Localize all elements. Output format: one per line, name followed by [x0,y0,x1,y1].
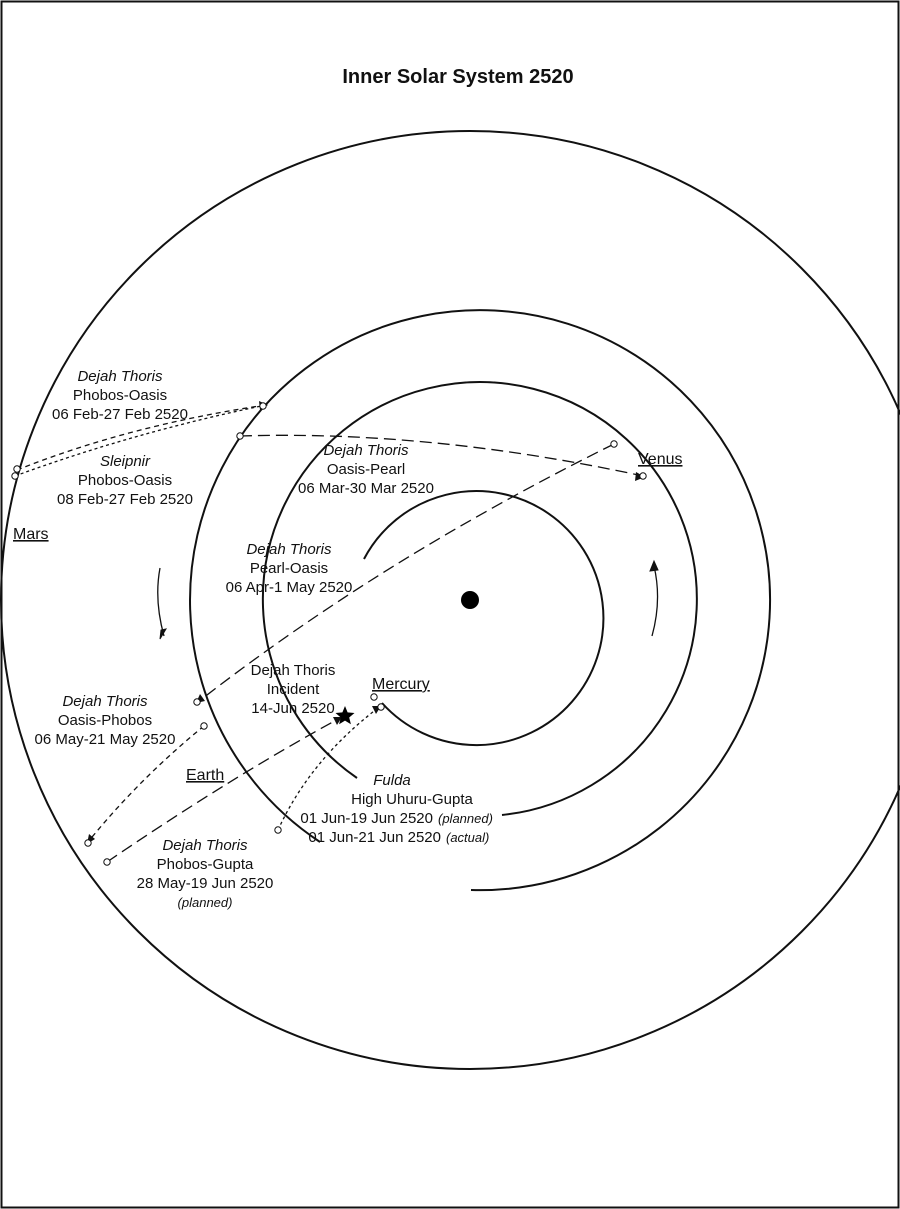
ship-name: Dejah Thoris [62,693,148,710]
node-oasis-arrival [259,402,267,410]
ship-name: Dejah Thoris [323,442,409,459]
ship-name: Sleipnir [100,453,151,470]
node-pearl-departure [610,440,618,448]
trajectory-oasis-pearl [239,434,644,477]
mercury-orbit [363,490,605,747]
earth-orbit [189,309,772,892]
node-oasis-return [193,698,201,706]
route-name: Phobos-Gupta [157,856,254,873]
incident-date: 14-Jun 2520 [251,700,334,717]
trajectory-sleipnir [14,404,267,477]
node-high-uhuru-departure [274,826,282,834]
transit-dates: 06 May-21 May 2520 [35,731,176,748]
annotation-oasis-phobos: Dejah Thoris Oasis-Phobos 06 May-21 May … [35,693,176,748]
arrowhead-phobos-gupta-icon [333,717,342,725]
mars-orbit [0,130,900,1070]
node-phobos-arrival [84,839,92,847]
trajectory-phobos-gupta [106,717,341,863]
node-mars-departure-1 [13,465,21,473]
node-mercury-1 [370,693,378,701]
node-pearl-arrival [639,472,647,480]
annotation-oasis-pearl: Dejah Thoris Oasis-Pearl 06 Mar-30 Mar 2… [298,442,434,497]
transit-dates: 06 Feb-27 Feb 2520 [52,406,188,423]
diagram-title: Inner Solar System 2520 [342,66,573,88]
transit-dates: 06 Mar-30 Mar 2520 [298,480,434,497]
annotation-pearl-oasis: Dejah Thoris Pearl-Oasis 06 Apr-1 May 25… [226,541,353,596]
route-name: Phobos-Oasis [78,472,172,489]
trajectory-pearl-oasis [197,443,615,703]
transit-dates: 06 Apr-1 May 2520 [226,579,353,596]
route-name: Pearl-Oasis [250,560,328,577]
rotation-arrow-right-icon [649,559,659,637]
actual-dates: 01 Jun-21 Jun 2520 [308,829,441,846]
ship-name: Fulda [373,772,411,789]
node-phobos-departure [103,858,111,866]
sun-icon [461,591,479,609]
trajectory-phobos-oasis [16,404,267,471]
incident-label: Incident [267,681,320,698]
venus-orbit [261,381,698,816]
node-mars-departure-2 [11,472,19,480]
route-name: Phobos-Oasis [73,387,167,404]
planet-label-earth: Earth [186,767,224,784]
planet-label-venus: Venus [638,451,682,468]
annotation-phobos-gupta: Dejah Thoris Phobos-Gupta 28 May-19 Jun … [137,837,274,910]
planet-label-mars: Mars [13,526,49,543]
incident-ship: Dejah Thoris [251,662,336,679]
node-oasis-departure [236,432,244,440]
route-name: High Uhuru-Gupta [351,791,473,808]
node-earth-departure [200,722,208,730]
trajectory-oasis-phobos [87,725,205,843]
ship-name: Dejah Thoris [77,368,163,385]
annotation-sleipnir: Sleipnir Phobos-Oasis 08 Feb-27 Feb 2520 [57,453,193,508]
transit-dates: 08 Feb-27 Feb 2520 [57,491,193,508]
planned-dates: 01 Jun-19 Jun 2520 [300,810,433,827]
planned-note: (planned) [178,895,233,910]
actual-note: (actual) [446,830,489,845]
annotation-fulda: Fulda High Uhuru-Gupta 01 Jun-19 Jun 252… [300,772,493,846]
route-name: Oasis-Pearl [327,461,405,478]
planet-label-mercury: Mercury [372,676,430,693]
annotation-phobos-oasis: Dejah Thoris Phobos-Oasis 06 Feb-27 Feb … [52,368,188,423]
route-name: Oasis-Phobos [58,712,152,729]
annotation-incident: Dejah Thoris Incident 14-Jun 2520 [251,662,336,717]
ship-name: Dejah Thoris [162,837,248,854]
node-gupta-arrival [377,703,385,711]
rotation-arrow-left-icon [157,567,168,640]
transit-dates: 28 May-19 Jun 2520 [137,875,274,892]
planned-note: (planned) [438,811,493,826]
trajectory-fulda [277,707,379,831]
star-icon [335,706,355,725]
ship-name: Dejah Thoris [246,541,332,558]
